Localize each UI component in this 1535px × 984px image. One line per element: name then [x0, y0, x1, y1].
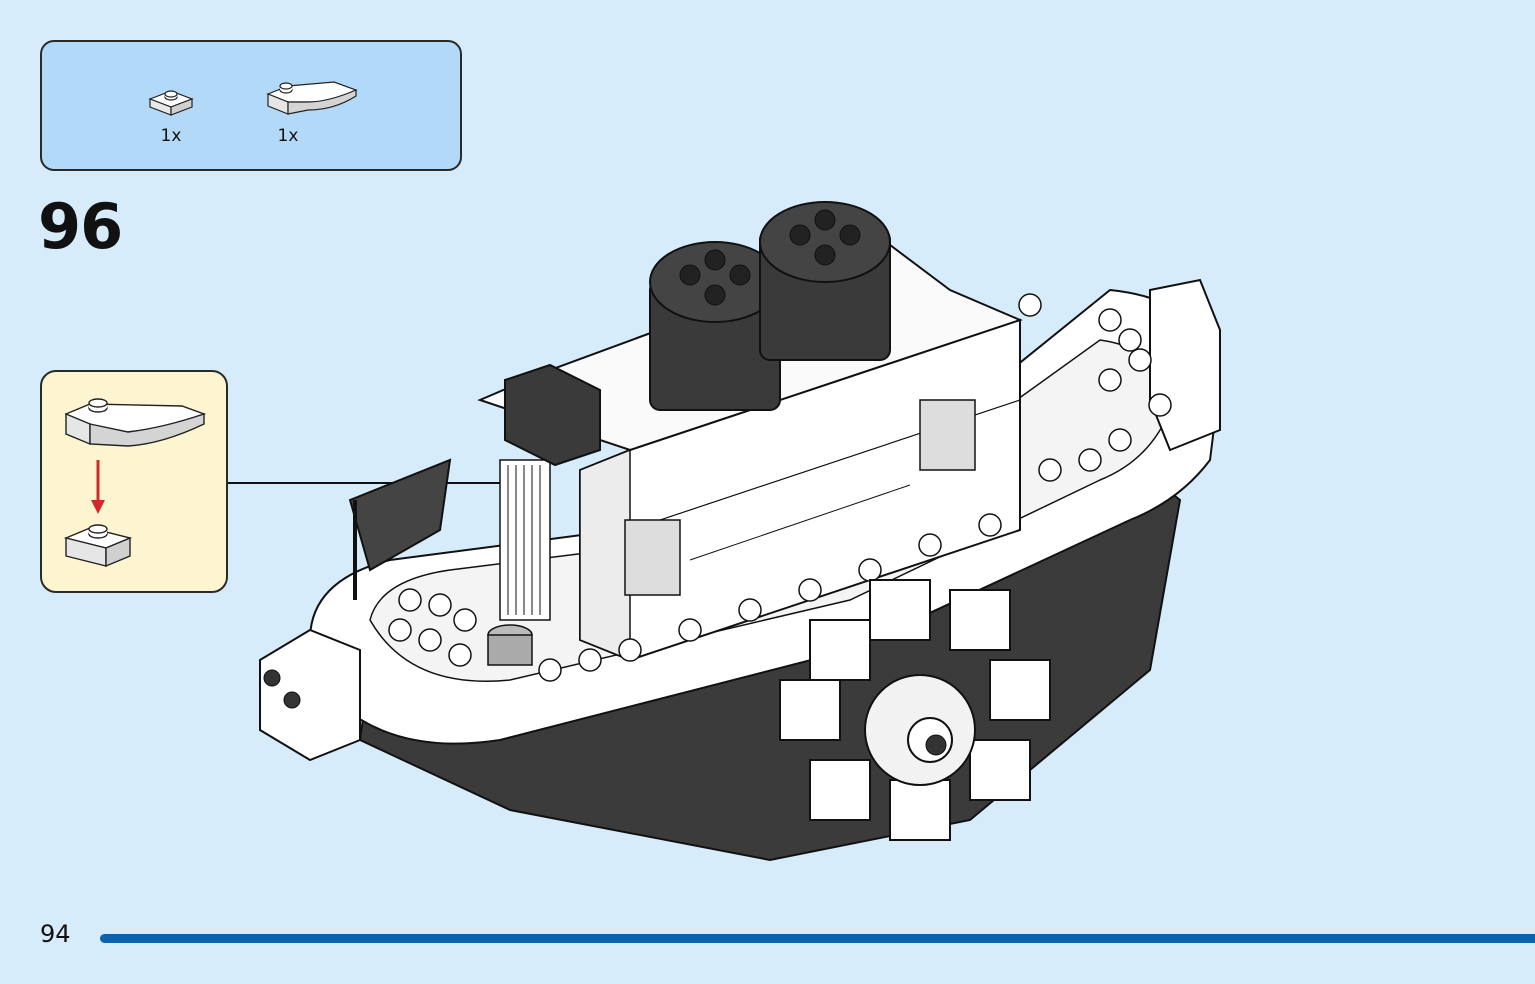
parts-list-box: 1x 1x: [40, 40, 462, 171]
plate-1x1-icon: [148, 90, 194, 116]
steamboat-model-illustration: [250, 200, 1240, 874]
step-number: 96: [38, 190, 123, 263]
part-item: 1x: [146, 82, 196, 146]
subassembly-diagram: [63, 398, 207, 568]
subassembly-callout: [40, 370, 228, 593]
callout-pointer-line: [228, 482, 548, 484]
page-number: 94: [40, 920, 71, 948]
page-footer-bar: [100, 934, 1535, 943]
part-quantity: 1x: [277, 126, 299, 146]
part-quantity: 1x: [160, 126, 182, 146]
curved-slope-plate-icon: [266, 81, 358, 115]
part-item: 1x: [264, 72, 360, 146]
